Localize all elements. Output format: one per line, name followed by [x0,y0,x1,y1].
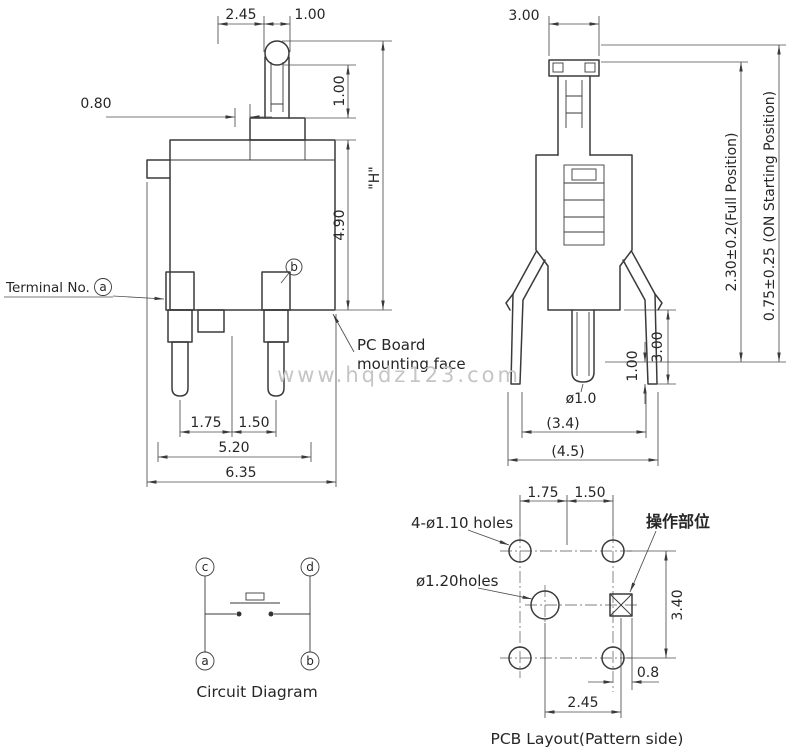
side-dimensions: 3.00 2.30±0.2(Full Position) 0.75±0.25 (… [507,8,786,466]
circuit-wiring [204,576,311,652]
pcb-centerlines [500,531,640,692]
side-knob [548,59,600,156]
pcb-holes [508,539,633,670]
pcb-labels: 4-ø1.10 holes ø1.20holes 操作部位 PCB Layout… [411,512,710,748]
dim-front-width-outer: 6.35 [225,465,256,481]
dim-side-width-inner: (3.4) [546,416,579,432]
dim-front-stem-height: 1.00 [332,75,348,106]
pcb-layout: 1.75 1.50 3.40 0.8 2.45 4-ø1.10 holes ø1… [411,485,710,748]
dim-pcb-offset: 0.8 [637,665,659,681]
terminal-a-letter: a [99,280,106,294]
dim-pcb-pitch-right: 1.50 [574,485,605,501]
side-body [535,154,633,311]
pcb-operation-area [609,593,633,617]
dim-front-body-height: 4.90 [332,209,348,240]
front-knob [249,40,306,141]
mounting-face-label-line2: mounting face [357,355,466,373]
side-legs [505,251,663,385]
circuit-terminal-d: d [306,560,314,574]
circuit-terminal-a: a [201,654,208,668]
pcb-operation-label: 操作部位 [646,512,710,531]
terminal-b-letter: b [290,260,298,274]
dim-side-leg-length: 3.00 [650,331,666,362]
terminal-a-circle [94,278,112,296]
pcb-hole-bottom-right [601,646,625,670]
pcb-center-hole-label: ø1.20holes [416,572,499,590]
circuit-caption: Circuit Diagram [196,683,317,701]
pcb-caption: PCB Layout(Pattern side) [491,730,684,748]
pcb-hole-bottom-left [508,646,532,670]
side-pin [571,309,595,383]
dim-front-total-height: "H" [367,166,383,189]
circuit-diagram: c d a b Circuit Diagram [195,557,320,701]
dim-front-pitch-left: 1.75 [190,415,221,431]
front-body [146,139,336,333]
terminal-label: Terminal No. [5,280,90,296]
mounting-face-label-line1: PC Board [357,336,425,354]
dim-front-offset: 0.80 [80,96,111,112]
pcb-holes-label: 4-ø1.10 holes [411,514,513,532]
dim-full-position: 2.30±0.2(Full Position) [724,133,740,292]
dim-pcb-center-distance: 2.45 [567,695,598,711]
watermark: www.hqdz123.com [277,363,521,387]
dim-pin-diameter: ø1.0 [566,391,597,407]
front-legs [165,271,291,397]
dim-side-width-outer: (4.5) [551,444,584,460]
front-dimensions: 2.45 1.00 0.80 1.00 4.90 "H" 1.75 1.50 5… [80,7,392,487]
dim-on-start-position: 0.75±0.25 (ON Starting Position) [762,91,778,321]
pcb-center-hole [530,590,560,620]
dim-front-knob-width: 1.00 [294,7,325,23]
dim-side-protrusion: 1.00 [625,350,641,381]
dim-pcb-pitch-left: 1.75 [527,485,558,501]
dim-pcb-vertical-pitch: 3.40 [670,589,686,620]
side-view: 3.00 2.30±0.2(Full Position) 0.75±0.25 (… [505,8,786,466]
front-annotations: Terminal No. a b PC Board mounting face [4,258,466,373]
circuit-terminal-c: c [202,560,209,574]
pcb-hole-top-left [508,539,532,563]
dim-front-top-width: 2.45 [225,7,256,23]
terminal-b-circle [285,258,303,276]
dim-front-pitch-right: 1.50 [238,415,269,431]
circuit-terminal-b: b [306,654,314,668]
front-view: 2.45 1.00 0.80 1.00 4.90 "H" 1.75 1.50 5… [4,7,466,487]
pcb-hole-top-right [601,539,625,563]
dim-side-top-width: 3.00 [508,8,539,24]
pcb-dimensions: 1.75 1.50 3.40 0.8 2.45 [519,485,686,718]
dim-front-width-inner: 5.20 [218,440,249,456]
